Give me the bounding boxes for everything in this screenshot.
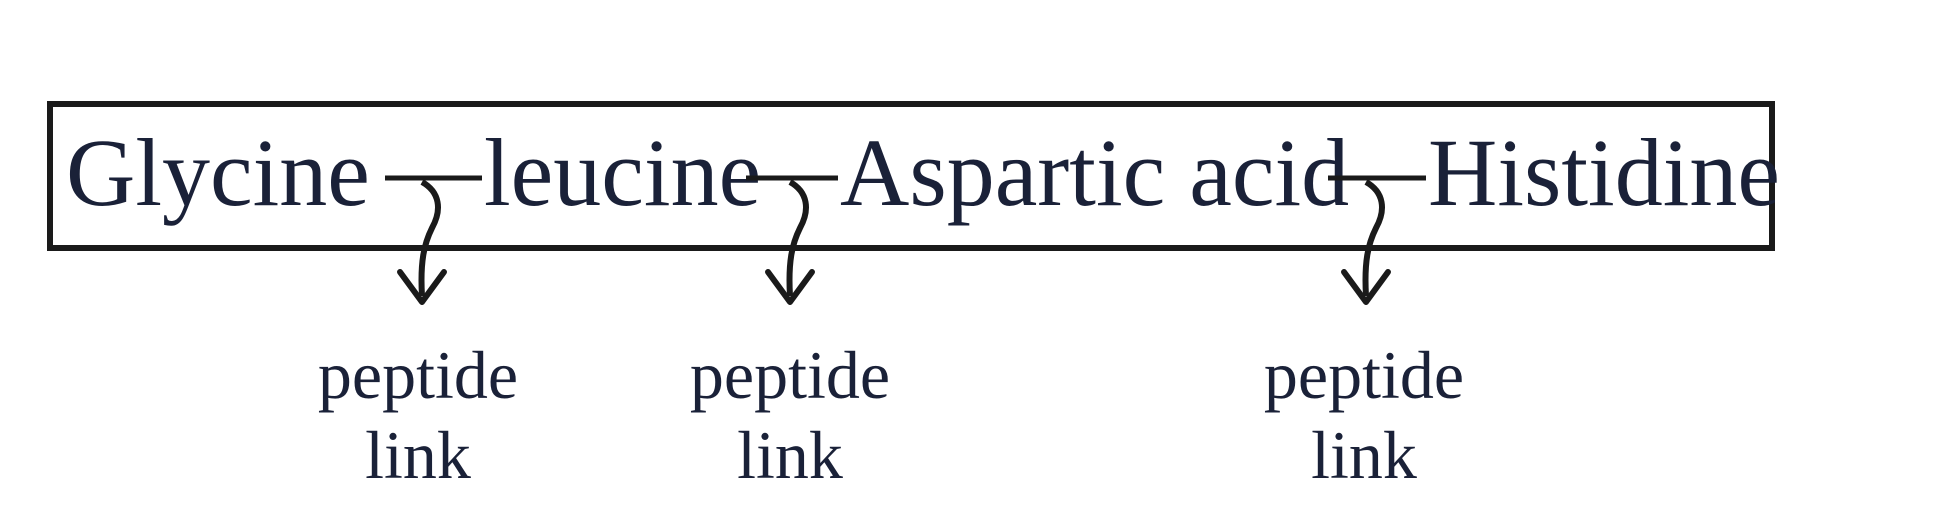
amino-acid-histidine: Histidine	[1428, 119, 1780, 226]
bond-label-1: peptide link	[318, 337, 518, 493]
amino-acid-aspartic-acid: Aspartic acid	[840, 119, 1349, 226]
bond-label-2: peptide link	[690, 337, 890, 493]
bond-label-2-line2: link	[737, 417, 843, 493]
amino-acid-leucine: leucine	[484, 119, 761, 226]
bond-label-3-line1: peptide	[1264, 337, 1464, 413]
bond-label-1-line1: peptide	[318, 337, 518, 413]
bond-label-2-line1: peptide	[690, 337, 890, 413]
bond-arrow-2	[765, 179, 815, 305]
bond-label-1-line2: link	[365, 417, 471, 493]
chain-frame	[47, 101, 1775, 251]
bond-arrow-3	[1341, 179, 1391, 305]
bond-label-3: peptide link	[1264, 337, 1464, 493]
amino-acid-glycine: Glycine	[66, 119, 370, 226]
bond-label-3-line2: link	[1311, 417, 1417, 493]
bond-arrow-1	[397, 179, 447, 305]
